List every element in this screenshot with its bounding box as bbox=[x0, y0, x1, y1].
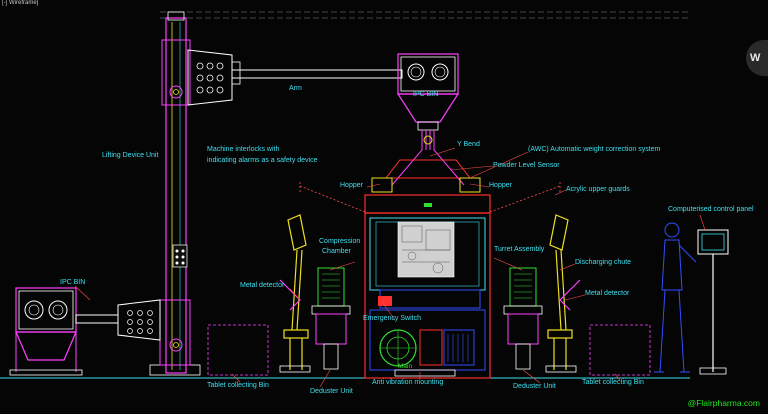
label-computerised-control-panel: Computerised control panel bbox=[668, 206, 754, 213]
label-compression-chamber-1: Compression bbox=[319, 238, 361, 245]
label-metal-detector-right: Metal detector bbox=[585, 290, 630, 297]
watermark-text: @Flairpharma.com bbox=[687, 398, 760, 408]
label-tablet-collecting-bin-right: Tablet collecting Bin bbox=[582, 379, 644, 386]
label-machine-interlocks-2: indicating alarms as a safety device bbox=[207, 157, 318, 164]
label-arm: Arm bbox=[289, 85, 302, 92]
viewcube-widget[interactable]: W bbox=[746, 40, 768, 76]
label-hopper-right: Hopper bbox=[489, 182, 512, 189]
deduster-right bbox=[545, 214, 581, 373]
deduster-left bbox=[279, 214, 311, 373]
lifting-column bbox=[149, 11, 201, 376]
label-powder-level-sensor: Powder Level Sensor bbox=[493, 162, 560, 169]
ipc-bin-top bbox=[396, 53, 460, 131]
label-machine-interlocks-1: Machine interlocks with bbox=[207, 146, 280, 153]
label-acrylic-upper-guards: Acrylic upper guards bbox=[566, 186, 630, 193]
turret-left bbox=[311, 267, 351, 370]
label-main: Main bbox=[398, 363, 413, 370]
label-lifting-device-unit: Lifting Device Unit bbox=[102, 152, 159, 159]
operator-figure bbox=[654, 222, 697, 373]
label-turret-assembly: Turret Assembly bbox=[494, 246, 545, 253]
label-discharging-chute: Discharging chute bbox=[575, 259, 632, 266]
label-ipc-bin-left: IPC BIN bbox=[60, 279, 86, 286]
label-compression-chamber-2: Chamber bbox=[322, 248, 351, 255]
label-tablet-collecting-bin-left: Tablet collecting Bin bbox=[207, 382, 269, 389]
acrylic-guards bbox=[299, 182, 561, 213]
machine-frame bbox=[364, 194, 491, 379]
leader-lines bbox=[74, 147, 706, 388]
label-hopper-left: Hopper bbox=[340, 182, 363, 189]
main-drive bbox=[369, 296, 486, 377]
reference-lines bbox=[160, 11, 690, 19]
label-ipc-bin-top: IPC BIN bbox=[413, 91, 439, 98]
control-panel bbox=[697, 229, 729, 375]
label-emergency-switch: Emergency Switch bbox=[363, 315, 421, 322]
viewcube-letter: W bbox=[750, 52, 761, 64]
label-metal-detector-left: Metal detector bbox=[240, 282, 285, 289]
y-bend bbox=[384, 130, 472, 186]
tablet-collecting-bins bbox=[207, 324, 651, 376]
label-y-bend: Y Bend bbox=[457, 141, 480, 148]
label-anti-vibration-mounting: Anti vibration mounting bbox=[372, 379, 444, 386]
label-deduster-unit-right: Deduster Unit bbox=[513, 383, 556, 390]
label-deduster-unit-left: Deduster Unit bbox=[310, 388, 353, 395]
ipc-bin-left bbox=[9, 287, 161, 376]
label-awc: (AWC) Automatic weight correction system bbox=[528, 146, 661, 153]
viewport-tab[interactable]: [-] Wireframe] bbox=[2, 0, 39, 6]
turret-right bbox=[503, 267, 543, 370]
upper-arm-assembly bbox=[187, 49, 403, 106]
